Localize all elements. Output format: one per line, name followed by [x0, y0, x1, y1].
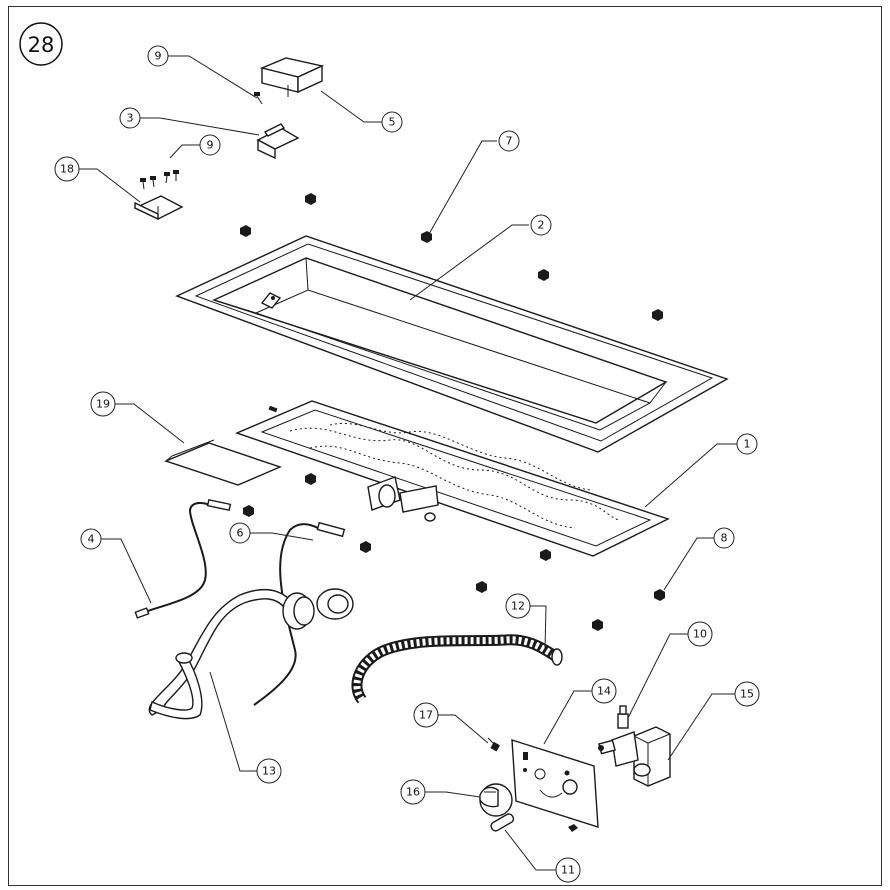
callout-10: 10	[687, 621, 713, 647]
figure-number-badge: 28	[19, 22, 63, 66]
callout-label: 3	[127, 112, 134, 125]
part-lower-nuts	[243, 473, 665, 631]
callout-label: 18	[60, 163, 74, 176]
callout-4: 4	[80, 528, 102, 550]
part-small-bracket	[133, 170, 184, 221]
part-bracket	[256, 123, 300, 160]
callout-2: 2	[530, 214, 552, 236]
callout-18: 18	[54, 156, 80, 182]
part-thermocouple	[134, 498, 232, 619]
callout-label: 6	[237, 527, 244, 540]
callout-8: 8	[713, 527, 735, 549]
callout-19: 19	[90, 391, 116, 417]
callout-label: 12	[511, 600, 525, 613]
callout-11: 11	[555, 857, 581, 883]
callout-label: 4	[88, 533, 95, 546]
callout-label: 16	[406, 786, 420, 799]
figure-number: 28	[28, 33, 55, 57]
callout-label: 9	[207, 139, 214, 152]
drawing-frame	[8, 6, 882, 886]
part-panel-screw	[487, 737, 500, 752]
callout-label: 10	[693, 628, 707, 641]
callout-6: 6	[229, 522, 251, 544]
part-control-panel	[511, 739, 599, 832]
callout-label: 7	[506, 135, 513, 148]
callout-label: 2	[538, 219, 545, 232]
callout-label: 1	[744, 438, 751, 451]
callout-9-mid: 9	[199, 134, 221, 156]
callout-label: 8	[721, 532, 728, 545]
part-knob	[479, 783, 513, 817]
callout-label: 14	[597, 685, 611, 698]
part-cover-box	[259, 57, 325, 97]
callout-label: 15	[740, 688, 754, 701]
callout-7: 7	[498, 130, 520, 152]
callout-label: 13	[262, 765, 276, 778]
part-igniter	[253, 521, 346, 706]
callout-16: 16	[400, 779, 426, 805]
callout-9-top: 9	[147, 45, 169, 67]
part-screw	[254, 92, 263, 105]
callout-12: 12	[505, 593, 531, 619]
callout-label: 11	[561, 864, 575, 877]
part-gas-hose	[148, 588, 354, 720]
part-burner-pan	[175, 235, 729, 453]
part-valve-stem	[490, 813, 515, 832]
callout-label: 19	[96, 398, 110, 411]
part-burner-plate	[235, 400, 670, 557]
callout-5: 5	[381, 111, 403, 133]
leader-lines	[79, 55, 737, 871]
callout-13: 13	[256, 758, 282, 784]
callout-label: 5	[389, 116, 396, 129]
part-shield-plate	[164, 439, 282, 486]
callout-17: 17	[413, 702, 439, 728]
callout-14: 14	[591, 678, 617, 704]
callout-label: 17	[419, 709, 433, 722]
callout-3: 3	[119, 107, 141, 129]
part-fitting	[617, 705, 629, 729]
callout-label: 9	[155, 50, 162, 63]
part-flex-hose	[351, 634, 563, 704]
callout-15: 15	[734, 681, 760, 707]
part-valve-body	[598, 726, 671, 787]
callout-1: 1	[736, 433, 758, 455]
